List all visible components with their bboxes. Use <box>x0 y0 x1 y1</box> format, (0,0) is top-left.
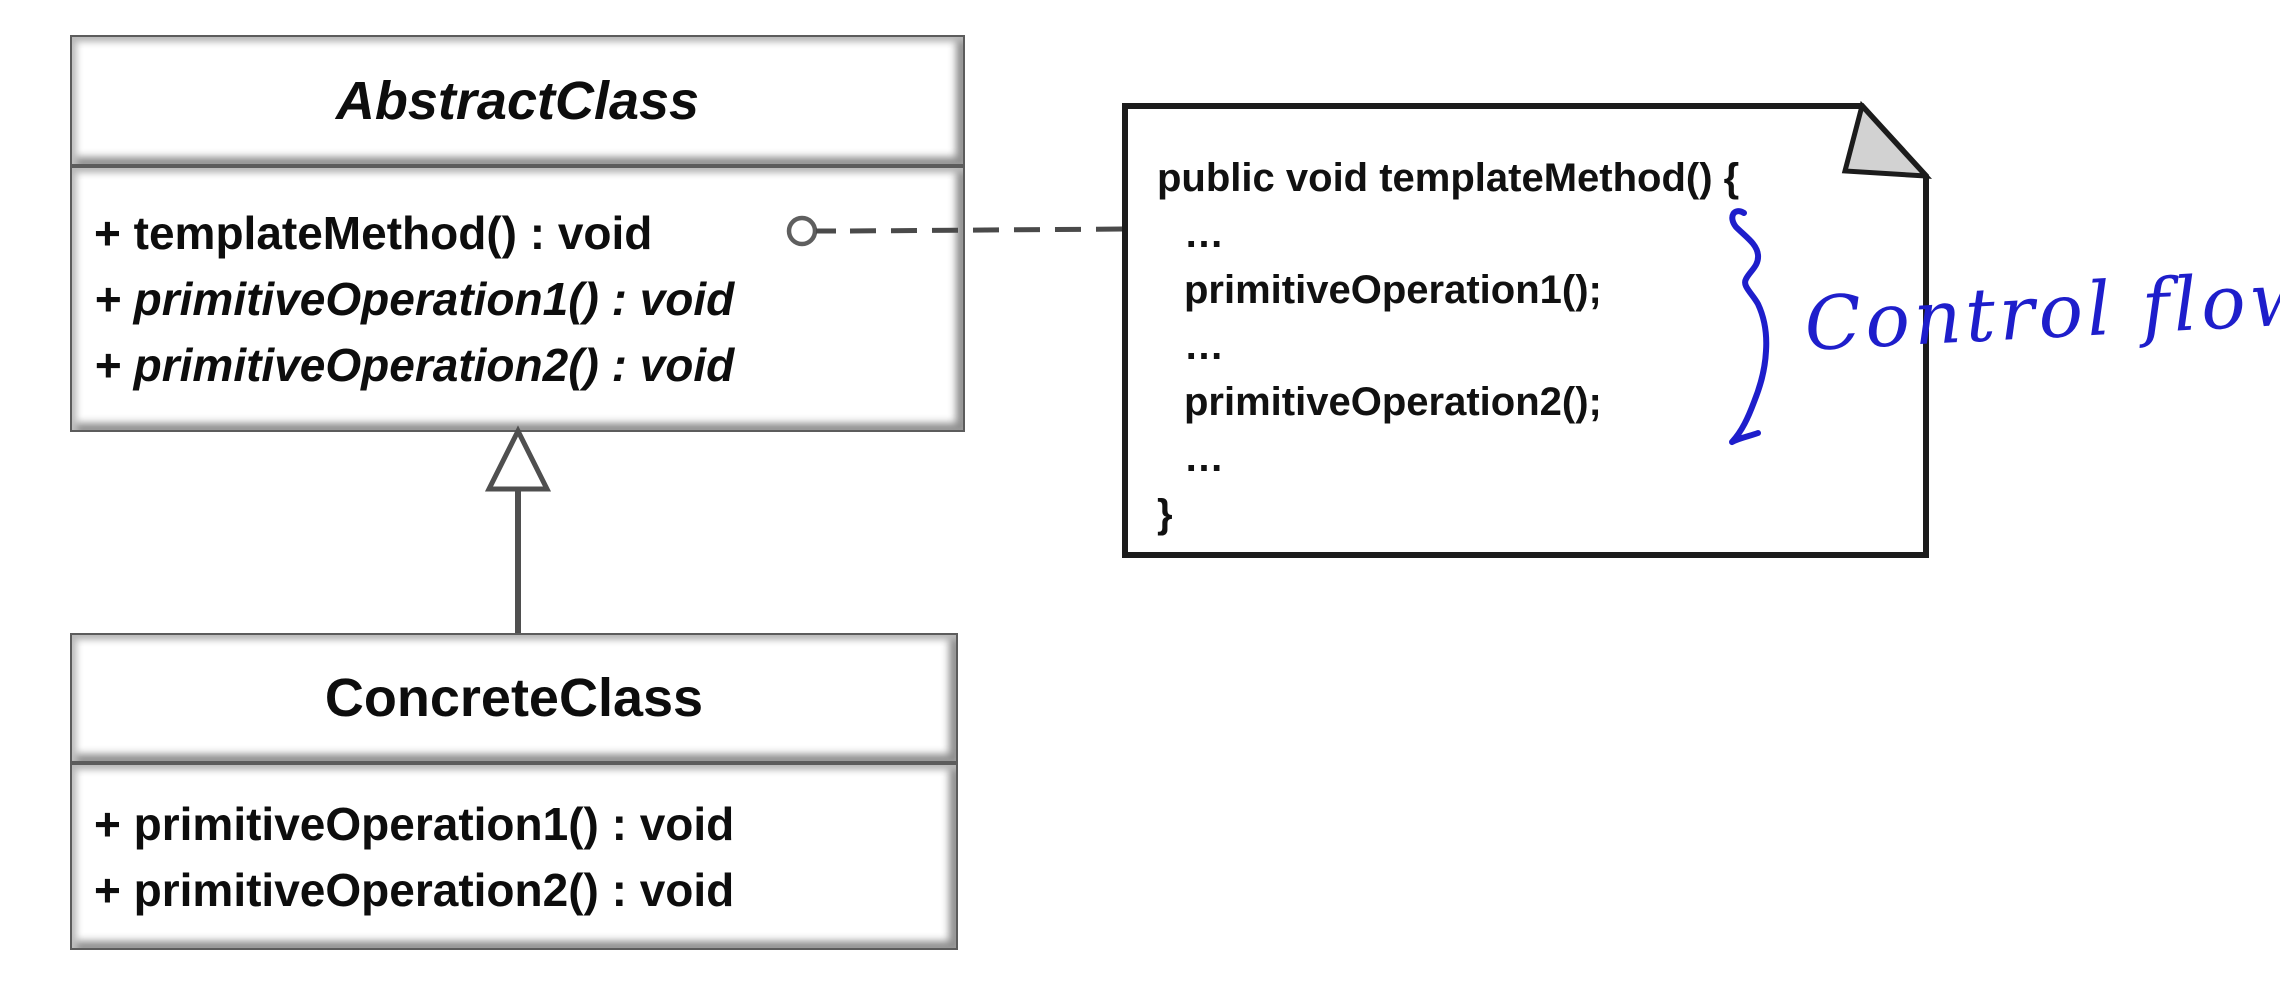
note-code-line: } <box>1157 492 1173 536</box>
generalization-arrow <box>484 425 552 633</box>
concrete-class-title: ConcreteClass <box>324 668 704 728</box>
note-code-line: … <box>1184 324 1224 368</box>
method-primitive-operation2-impl: + primitiveOperation2() : void <box>94 863 735 916</box>
note-code-block: public void templateMethod() { … primiti… <box>1157 150 1897 542</box>
note-code-line: … <box>1184 436 1224 480</box>
abstract-class-title: AbstractClass <box>335 70 700 131</box>
method-template-method: + templateMethod() : void <box>94 207 653 259</box>
note-code-line: primitiveOperation1(); <box>1184 268 1602 312</box>
method-primitive-operation1-impl: + primitiveOperation1() : void <box>94 797 735 850</box>
abstract-class-title-compartment: AbstractClass <box>70 35 965 166</box>
hollow-triangle-arrowhead-icon <box>484 425 552 492</box>
note-code-line: … <box>1184 212 1224 256</box>
method-primitive-operation2: + primitiveOperation2() : void <box>94 339 735 391</box>
note-code-line: primitiveOperation2(); <box>1184 380 1602 424</box>
abstract-class-methods-compartment: + templateMethod() : void + primitiveOpe… <box>70 166 965 432</box>
method-primitive-operation1: + primitiveOperation1() : void <box>94 273 735 325</box>
concrete-class-methods-compartment: + primitiveOperation1() : void + primiti… <box>70 763 958 950</box>
note-code-line: public void templateMethod() { <box>1157 156 1740 200</box>
concrete-class-title-compartment: ConcreteClass <box>70 633 958 763</box>
